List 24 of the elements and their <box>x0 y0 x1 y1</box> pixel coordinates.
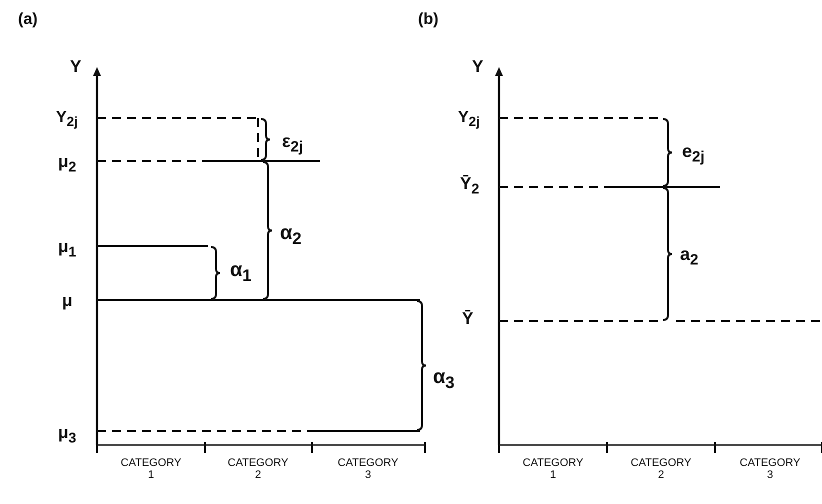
effect-label: α$_{2}$ <box>280 223 302 248</box>
category-label: CATEGORY 2 <box>630 457 692 482</box>
level-label: Y$_{2j}$ <box>56 110 78 129</box>
category-label: CATEGORY 3 <box>336 457 400 482</box>
category-label: CATEGORY 2 <box>226 457 290 482</box>
effect-label: α$_{3}$ <box>433 367 455 392</box>
effect-label: e$_{2j}$ <box>682 142 705 165</box>
level-label: μ$_{1}$ <box>58 238 76 260</box>
effect-label: α$_{1}$ <box>230 260 252 285</box>
level-label: Ȳ$_{2}$ <box>460 175 480 197</box>
effect-label: ε$_{2j}$ <box>282 132 304 155</box>
axis-label: Y <box>472 58 484 75</box>
level-label: Ȳ <box>462 310 474 327</box>
category-label: CATEGORY 1 <box>522 457 584 482</box>
panel-label: (a) <box>18 12 38 28</box>
axis-label: Y <box>70 58 82 75</box>
category-label: CATEGORY 3 <box>738 457 802 482</box>
effect-label: a$_{2}$ <box>680 245 698 268</box>
category-label: CATEGORY 1 <box>120 457 182 482</box>
level-label: μ$_{2}$ <box>58 153 76 175</box>
panel-label: (b) <box>418 12 438 28</box>
level-label: Y$_{2j}$ <box>458 110 480 129</box>
level-label: μ$_{3}$ <box>58 424 76 446</box>
level-label: μ <box>62 292 72 309</box>
